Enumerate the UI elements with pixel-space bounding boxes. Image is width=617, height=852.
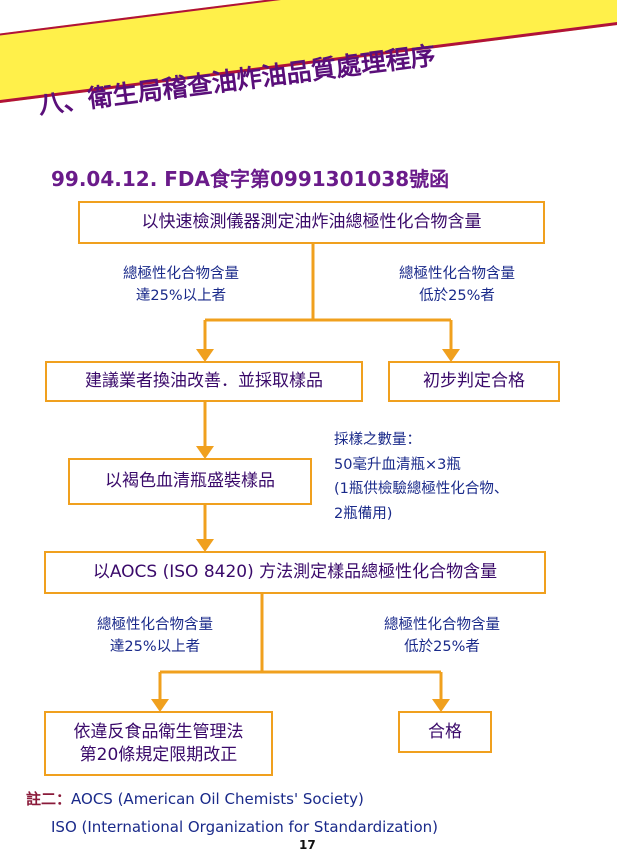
sample-bottle-box: 以褐色血清瓶盛裝樣品 — [68, 458, 312, 505]
high-polar-label-a: 總極性化合物含量 達25%以上者 — [123, 266, 239, 305]
footer-iso: ISO (International Organization for Stan… — [51, 818, 438, 836]
footer-aocs: AOCS (American Oil Chemists' Society) — [71, 790, 364, 808]
high-polar-label-b: 總極性化合物含量 達25%以上者 — [97, 617, 213, 656]
arrowhead-enforce — [151, 699, 169, 712]
arrowhead-advise — [196, 349, 214, 362]
step1-text: 以快速檢測儀器測定油炸油總極性化合物含量 — [141, 212, 482, 233]
low-polar-label-b: 總極性化合物含量 低於25%者 — [384, 617, 500, 656]
arrowhead-bottle — [196, 446, 214, 459]
footer-label: 註二： — [26, 790, 72, 808]
pass-box: 合格 — [398, 711, 492, 753]
enforcement-box: 依違反食品衛生管理法 第20條規定限期改正 — [44, 711, 273, 776]
arrowhead-aocs — [196, 539, 214, 552]
arrowhead-pass-initial — [442, 349, 460, 362]
initial-pass-box: 初步判定合格 — [388, 361, 560, 402]
low-polar-label-a: 總極性化合物含量 低於25%者 — [399, 266, 515, 305]
advise-oil-change-box: 建議業者換油改善．並採取樣品 — [45, 361, 363, 402]
step1-rapid-test-box: 以快速檢測儀器測定油炸油總極性化合物含量 — [78, 201, 545, 244]
sample-quantity-note: 採樣之數量： 50毫升血清瓶×3瓶 (1瓶供檢驗總極性化合物、 2瓶備用) — [334, 432, 509, 522]
arrowhead-pass — [432, 699, 450, 712]
footer-note: 註二：AOCS (American Oil Chemists' Society) — [26, 788, 364, 809]
aocs-test-box: 以AOCS (ISO 8420) 方法測定樣品總極性化合物含量 — [44, 551, 546, 594]
page-number: 17 — [299, 838, 316, 852]
document-reference: 99.04.12. FDA食字第0991301038號函 — [51, 167, 450, 191]
